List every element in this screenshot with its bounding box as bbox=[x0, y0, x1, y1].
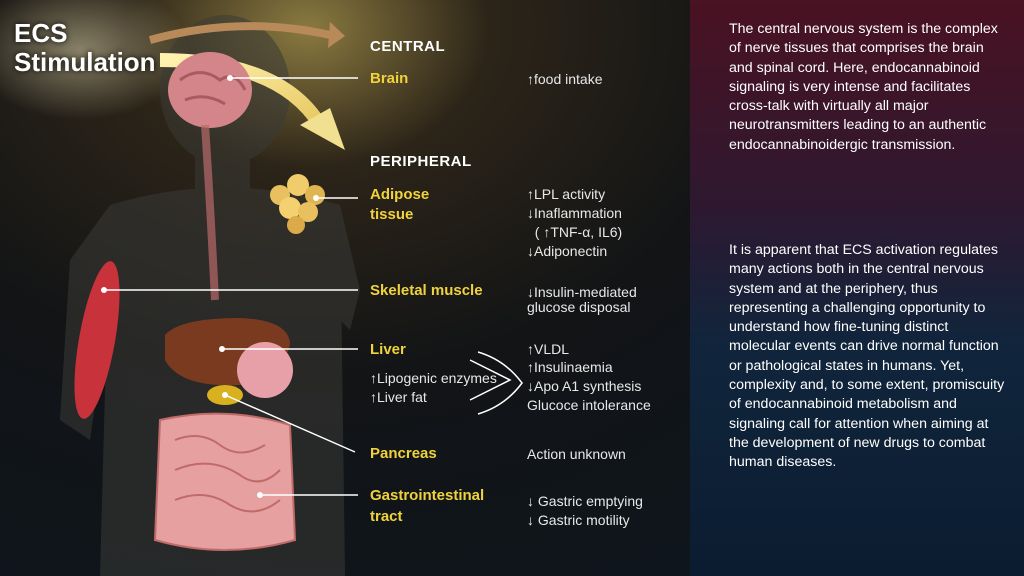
brain bbox=[168, 52, 252, 128]
title-glow bbox=[0, 0, 190, 120]
effect-adipose-2: ↓Inaflammation bbox=[527, 205, 622, 221]
organ-pancreas: Pancreas bbox=[370, 445, 437, 462]
effect-muscle-2: glucose disposal bbox=[527, 299, 631, 315]
text-panel-background bbox=[690, 0, 1024, 576]
leader-lines bbox=[104, 77, 358, 496]
organ-adipose-line1: Adipose bbox=[370, 186, 430, 203]
effect-liver-right-4: Glucoce intolerance bbox=[527, 397, 651, 413]
skeletal-muscle bbox=[74, 261, 120, 419]
stomach bbox=[237, 342, 293, 398]
leader-dots bbox=[101, 75, 319, 498]
effect-brain-1: ↑food intake bbox=[527, 71, 603, 87]
organ-gi-line2: tract bbox=[370, 508, 403, 525]
effect-adipose-4: ↓Adiponectin bbox=[527, 243, 608, 259]
effect-liver-right-1: ↑VLDL bbox=[527, 341, 570, 357]
organ-brain: Brain bbox=[370, 70, 409, 87]
title-line-2: Stimulation bbox=[14, 47, 156, 77]
organ-adipose-line2: tissue bbox=[370, 206, 414, 223]
section-peripheral: PERIPHERAL bbox=[370, 153, 472, 170]
effect-liver-right-2: ↑Insulinaemia bbox=[527, 359, 613, 375]
organ-liver: Liver bbox=[370, 341, 406, 358]
central-arrow-head bbox=[328, 22, 345, 48]
effect-adipose-3: ( ↑TNF-α, IL6) bbox=[527, 224, 623, 240]
peripheral-arrow-head bbox=[300, 108, 345, 150]
effect-liver-right-3: ↓Apo A1 synthesis bbox=[527, 378, 642, 394]
central-arrow bbox=[148, 22, 331, 44]
effect-adipose-1: ↑LPL activity bbox=[527, 186, 606, 202]
intestines bbox=[153, 412, 297, 551]
title-line-1: ECS bbox=[14, 18, 68, 48]
effect-pancreas-1: Action unknown bbox=[527, 446, 626, 462]
effect-gi-2: ↓ Gastric motility bbox=[527, 512, 630, 528]
liver-bracket bbox=[469, 351, 523, 415]
spinal-cord bbox=[201, 124, 219, 301]
effect-liver-left-1: ↑Lipogenic enzymes bbox=[370, 370, 497, 386]
anatomy-illustration bbox=[0, 0, 523, 576]
effect-liver-left-2: ↑Liver fat bbox=[370, 389, 427, 405]
effect-muscle-1: ↓Insulin-mediated bbox=[527, 284, 637, 300]
organ-skeletal-muscle: Skeletal muscle bbox=[370, 282, 483, 299]
section-central: CENTRAL bbox=[370, 38, 446, 55]
adipose-tissue bbox=[270, 174, 325, 234]
paragraph-ecs-activation: It is apparent that ECS activation regul… bbox=[729, 242, 1005, 471]
effect-gi-1: ↓ Gastric emptying bbox=[527, 493, 643, 509]
paragraph-cns: The central nervous system is the comple… bbox=[729, 21, 998, 153]
organ-gi-line1: Gastrointestinal bbox=[370, 487, 485, 504]
